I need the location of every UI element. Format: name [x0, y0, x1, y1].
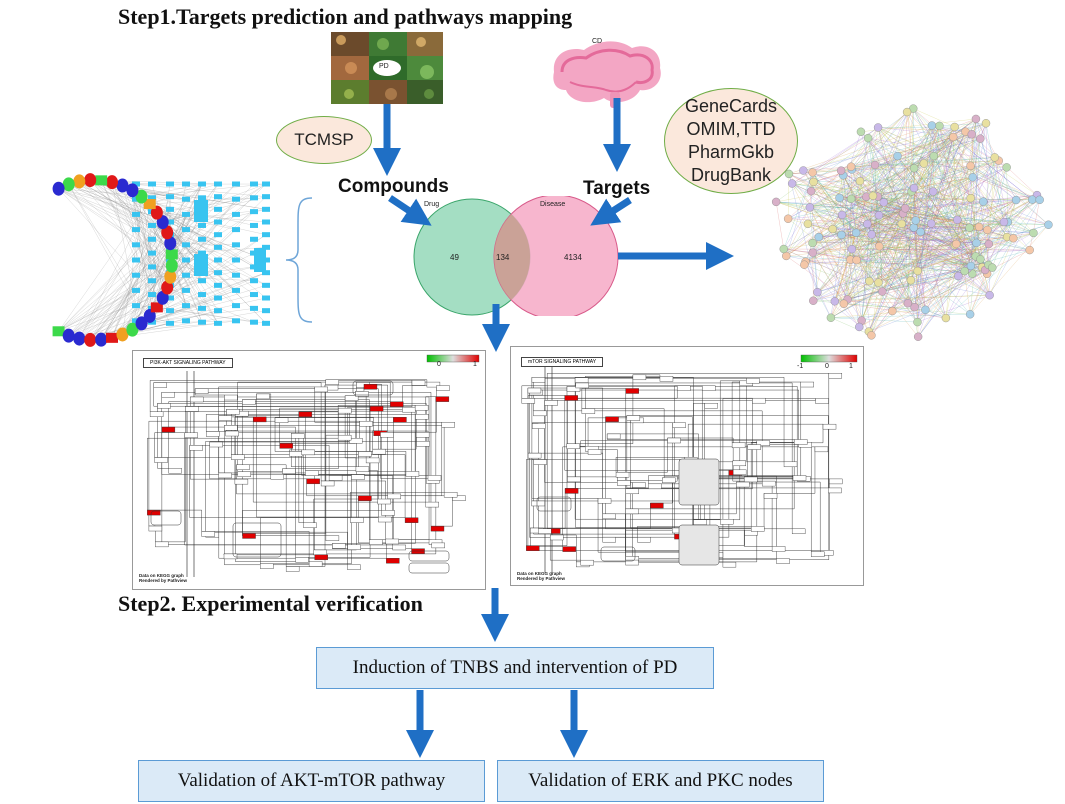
- pi3k-akt-pathway-map: PI3K-AKT SIGNALING PATHWAY 0 1 Data on K…: [132, 350, 486, 590]
- pi3k-scale-max: 1: [473, 361, 477, 368]
- venn-drug-only-count: 49: [450, 253, 459, 262]
- targets-label: Targets: [583, 178, 651, 199]
- ppi-network: [755, 88, 1065, 352]
- step2-title: Step2. Experimental verification: [118, 591, 423, 616]
- step1-title: Step1.Targets prediction and pathways ma…: [118, 4, 573, 29]
- database-omim-ttd: OMIM,TTD: [686, 119, 776, 139]
- induction-box: Induction of TNBS and intervention of PD: [316, 647, 714, 689]
- venn-disease-only-count: 4134: [564, 253, 582, 262]
- validation-akt-mtor-box: Validation of AKT-mTOR pathway: [138, 760, 485, 802]
- venn-diagram: Drug Disease 49 134 4134: [410, 194, 620, 320]
- database-pharmgkb: PharmGkb: [687, 142, 775, 162]
- venn-disease-label: Disease: [540, 201, 566, 208]
- venn-overlap-count: 134: [496, 253, 510, 262]
- database-drugbank: DrugBank: [690, 165, 772, 185]
- mtor-scale-max: 1: [849, 363, 853, 370]
- drug-photo-collage: PD: [331, 32, 443, 104]
- pi3k-scale-min: 0: [437, 361, 441, 368]
- bracket-brace: [284, 196, 314, 329]
- disease-image-label: CD: [592, 38, 603, 45]
- compound-target-network: [4, 170, 276, 350]
- mtor-pathway-title: mTOR SIGNALING PATHWAY: [521, 357, 604, 367]
- drug-photo-label: PD: [379, 63, 389, 70]
- mtor-scale-mid: 0: [825, 363, 829, 370]
- pi3k-footer: Data on KEGG graph Rendered by Pathview: [139, 573, 188, 583]
- database-genecards: GeneCards: [684, 96, 778, 116]
- validation-erk-pkc-box: Validation of ERK and PKC nodes: [497, 760, 824, 802]
- mtor-footer: Data on KEGG graph Rendered by Pathview: [517, 571, 566, 581]
- pi3k-akt-pathway-title: PI3K-AKT SIGNALING PATHWAY: [143, 358, 233, 368]
- mtor-pathway-map: mTOR SIGNALING PATHWAY -1 0 1 Data on KE…: [510, 346, 864, 586]
- disease-databases-ellipse: GeneCards OMIM,TTD PharmGkb DrugBank: [664, 88, 798, 194]
- compounds-label: Compounds: [338, 176, 449, 197]
- mtor-scale-min: -1: [797, 363, 804, 370]
- tcmsp-database-ellipse: TCMSP: [276, 116, 372, 164]
